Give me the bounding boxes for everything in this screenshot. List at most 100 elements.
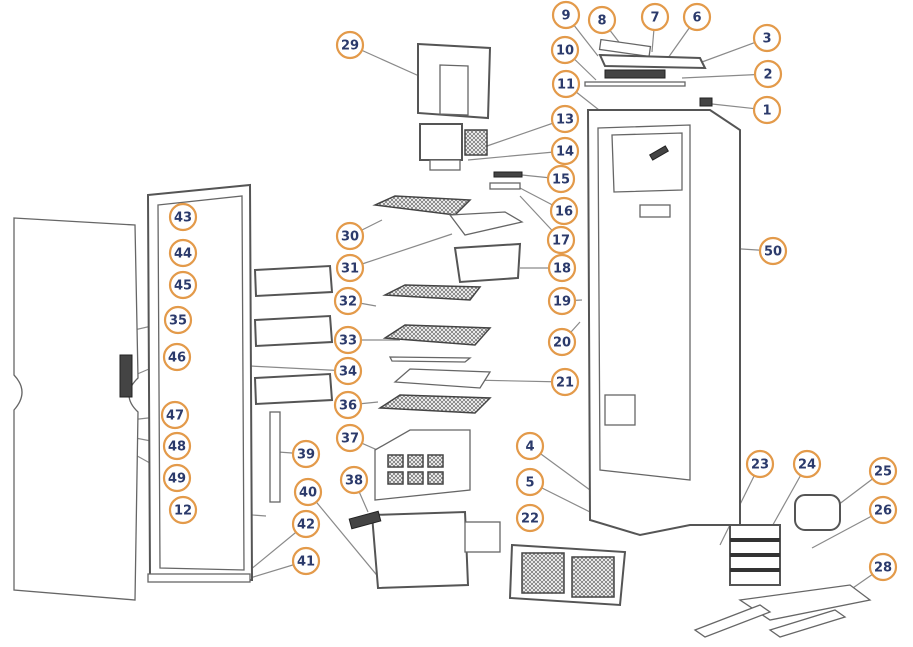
callout-number: 3 — [762, 32, 771, 47]
top-panel — [584, 38, 713, 107]
callout-10: 10 — [550, 35, 580, 65]
callout-circle — [163, 305, 193, 335]
callout-number: 31 — [341, 262, 359, 277]
callout-number: 18 — [553, 262, 571, 277]
callout-circle — [550, 136, 580, 166]
callout-number: 20 — [553, 336, 571, 351]
callout-circle — [335, 30, 365, 60]
leader-line-21 — [469, 379, 566, 383]
callout-number: 42 — [297, 518, 315, 533]
callout-41: 41 — [291, 546, 321, 576]
callout-number: 49 — [168, 472, 186, 487]
leader-line-2 — [681, 73, 769, 79]
callout-number: 1 — [762, 104, 771, 119]
callout-number: 13 — [556, 113, 574, 128]
callout-number: 19 — [553, 295, 571, 310]
callout-number: 44 — [174, 247, 192, 262]
callout-circle — [547, 327, 577, 357]
door-bins — [253, 264, 334, 406]
callout-circle — [168, 270, 198, 300]
callout-circle — [160, 400, 190, 430]
callout-5: 5 — [515, 467, 545, 497]
callout-number: 35 — [169, 314, 187, 329]
callout-number: 2 — [763, 68, 772, 83]
callout-number: 15 — [552, 173, 570, 188]
callout-circle — [168, 202, 198, 232]
door-outer-panel — [13, 217, 139, 601]
callout-number: 40 — [299, 486, 317, 501]
callout-number: 30 — [341, 230, 359, 245]
callout-31: 31 — [335, 253, 365, 283]
callout-24: 24 — [792, 449, 822, 479]
callout-21: 21 — [550, 367, 580, 397]
callout-number: 41 — [297, 555, 315, 570]
callout-circle — [168, 495, 198, 525]
callout-number: 32 — [339, 295, 357, 310]
callout-circle — [546, 225, 576, 255]
callout-48: 48 — [162, 431, 192, 461]
callout-number: 36 — [339, 399, 357, 414]
callout-circle — [335, 221, 365, 251]
callout-number: 25 — [874, 465, 892, 480]
callout-number: 6 — [692, 11, 701, 26]
callout-circle — [868, 495, 898, 525]
callout-15: 15 — [546, 164, 576, 194]
callout-number: 34 — [339, 365, 357, 380]
callout-26: 26 — [868, 495, 898, 525]
callout-number: 38 — [345, 474, 363, 489]
callout-16: 16 — [549, 196, 579, 226]
callout-3: 3 — [752, 23, 782, 53]
callout-37: 37 — [335, 423, 365, 453]
callout-22: 22 — [515, 503, 545, 533]
callout-45: 45 — [168, 270, 198, 300]
callout-1: 1 — [752, 95, 782, 125]
callout-9: 9 — [551, 0, 581, 30]
callout-42: 42 — [291, 509, 321, 539]
callout-number: 24 — [798, 458, 816, 473]
callout-20: 20 — [547, 327, 577, 357]
callout-number: 43 — [174, 211, 192, 226]
callout-46: 46 — [162, 342, 192, 372]
callout-number: 5 — [525, 476, 534, 491]
callout-number: 21 — [556, 376, 574, 391]
callout-18: 18 — [547, 253, 577, 283]
callout-13: 13 — [550, 104, 580, 134]
callout-circle — [551, 0, 581, 30]
leader-line-29 — [349, 44, 429, 81]
callout-number: 14 — [556, 145, 574, 160]
callout-circle — [339, 465, 369, 495]
callout-8: 8 — [587, 5, 617, 35]
callout-4: 4 — [515, 431, 545, 461]
callout-7: 7 — [640, 2, 670, 32]
callout-circle — [868, 456, 898, 486]
callout-38: 38 — [339, 465, 369, 495]
callout-28: 28 — [868, 552, 898, 582]
callout-circle — [758, 236, 788, 266]
rear-grille — [508, 543, 627, 607]
door-handle — [119, 354, 133, 398]
callout-number: 47 — [166, 409, 184, 424]
callout-50: 50 — [758, 236, 788, 266]
callout-30: 30 — [335, 221, 365, 251]
callout-number: 22 — [521, 512, 539, 527]
cabinet — [586, 109, 741, 537]
callout-number: 39 — [297, 448, 315, 463]
callout-circle — [162, 463, 192, 493]
callout-circle — [753, 59, 783, 89]
leader-line-14 — [467, 150, 566, 161]
callout-circle — [291, 546, 321, 576]
callout-number: 29 — [341, 39, 359, 54]
crisper-assembly — [348, 429, 501, 590]
freezer-flap — [417, 42, 492, 171]
callout-circle — [162, 342, 192, 372]
callout-circle — [640, 2, 670, 32]
callout-circle — [550, 367, 580, 397]
callout-number: 17 — [552, 234, 570, 249]
callout-39: 39 — [291, 439, 321, 469]
callout-circle — [291, 509, 321, 539]
callout-12: 12 — [168, 495, 198, 525]
callout-number: 23 — [751, 458, 769, 473]
callout-circle — [333, 325, 363, 355]
